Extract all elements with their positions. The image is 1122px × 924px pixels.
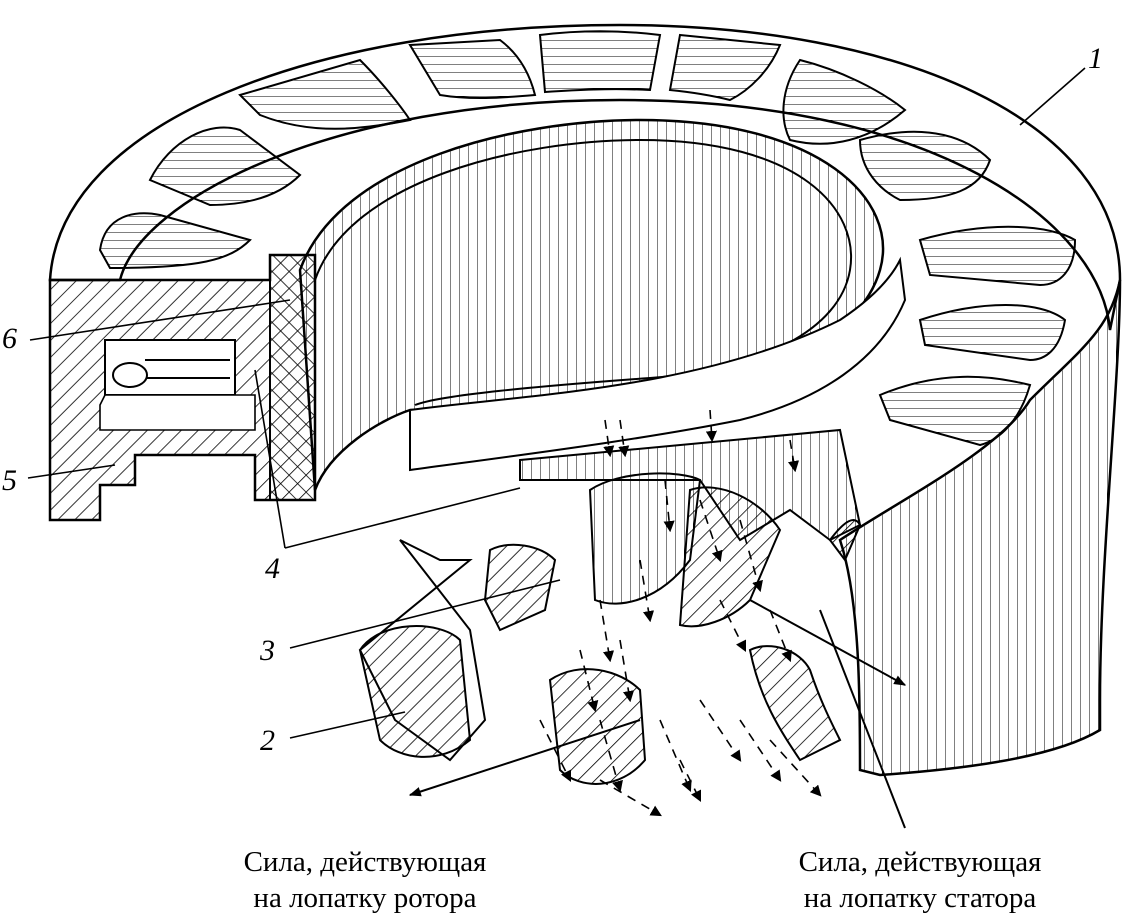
force-arrows [408,599,907,829]
caption-rotor-line2: на лопатку ротора [253,882,477,914]
rotor-blades [358,428,862,785]
label-3: 3 [259,634,275,667]
sectioned-housing [48,253,317,522]
stator-force-arrow [749,599,907,686]
caption-stator-line2: на лопатку статора [803,882,1037,914]
callout-leaders [27,67,1086,739]
label-1: 1 [1088,42,1103,75]
label-2: 2 [260,724,275,757]
label-6: 6 [2,322,17,355]
caption-stator-force: Сила, действующая на лопатку статора [735,844,1105,916]
stator-vane-windows [98,30,1077,447]
caption-stator-line1: Сила, действующая [798,846,1042,878]
stator-force-leader [819,609,906,829]
label-5: 5 [2,464,17,497]
caption-rotor-line1: Сила, действующая [243,846,487,878]
rotor-force-arrow [408,719,641,797]
label-4: 4 [265,552,280,585]
flow-streamlines [539,409,822,817]
caption-rotor-force: Сила, действующая на лопатку ротора [175,844,555,916]
